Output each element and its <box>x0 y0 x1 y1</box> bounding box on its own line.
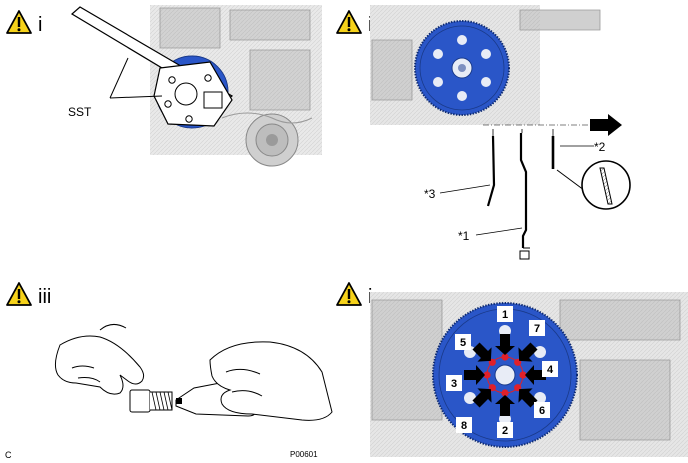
part-1-profile <box>519 129 530 260</box>
bolt-number-2: 2 <box>502 425 508 437</box>
tightening-arrows <box>464 334 546 416</box>
panel-ii: ii <box>336 5 631 260</box>
left-hand <box>54 324 145 395</box>
warning-icon <box>6 10 32 34</box>
figure-code: P00601 <box>290 450 318 459</box>
callout-leader-3 <box>439 184 491 194</box>
bolt-number-5: 5 <box>460 337 466 349</box>
sst-label: SST <box>68 105 92 119</box>
detail-magnifier <box>556 160 631 210</box>
threaded-bolt <box>129 389 173 413</box>
panel-iii-numeral: iii <box>38 286 51 308</box>
bolt-number-7: 7 <box>534 323 540 335</box>
bolt-number-1: 1 <box>502 309 508 321</box>
callout-leader-1 <box>475 227 523 236</box>
engine-drawing-i <box>150 5 322 167</box>
panel-iii: iii <box>6 282 333 421</box>
callout-label-3: *3 <box>424 187 436 201</box>
panel-iv: iv <box>336 282 688 457</box>
corner-letter: C <box>5 450 12 460</box>
direction-arrow <box>483 114 622 136</box>
warning-icon <box>6 282 32 306</box>
bolt-number-4: 4 <box>547 364 554 376</box>
part-3-profile <box>486 129 496 207</box>
bolt-number-8: 8 <box>461 420 467 432</box>
flywheel-ii <box>414 20 510 116</box>
sst-leader-lines <box>109 57 163 99</box>
warning-icon <box>336 282 362 306</box>
bolt-number-3: 3 <box>451 378 457 390</box>
right-hand <box>209 341 333 421</box>
callout-label-1: *1 <box>458 229 470 243</box>
callout-label-2: *2 <box>594 140 606 154</box>
bolt-number-6: 6 <box>539 405 545 417</box>
warning-icon <box>336 10 362 34</box>
bolt-number-labels: 1 2 3 4 5 6 7 8 <box>446 306 558 438</box>
panel-i-numeral: i <box>38 14 42 36</box>
panel-i: i SST <box>6 5 322 167</box>
